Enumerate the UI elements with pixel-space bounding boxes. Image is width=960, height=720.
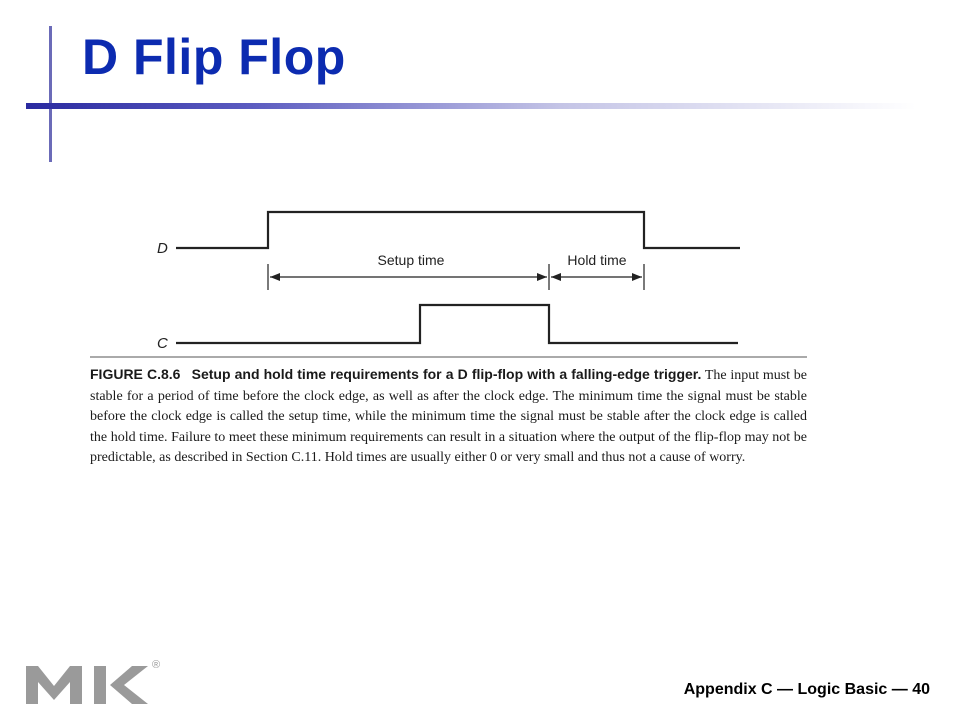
- waveform-d: [176, 210, 740, 250]
- accent-horizontal-bar: [26, 103, 916, 109]
- slide-footer: Appendix C — Logic Basic — 40: [683, 681, 930, 698]
- signal-label-d: D: [157, 240, 168, 257]
- waveform-c: [176, 303, 738, 345]
- figure-heading: Setup and hold time requirements for a D…: [191, 366, 702, 382]
- hold-time-label: Hold time: [567, 252, 626, 268]
- figure-label: FIGURE C.8.6: [90, 366, 181, 382]
- figure-caption: FIGURE C.8.6 Setup and hold time require…: [90, 364, 807, 469]
- accent-vertical-bar: [49, 26, 52, 162]
- setup-time-label: Setup time: [378, 252, 445, 268]
- figure-body: The input must be stable for a period of…: [90, 368, 807, 465]
- signal-label-c: C: [157, 335, 168, 352]
- slide-title: D Flip Flop: [82, 29, 346, 85]
- registered-mark: ®: [152, 659, 161, 671]
- mk-logo: [26, 666, 148, 704]
